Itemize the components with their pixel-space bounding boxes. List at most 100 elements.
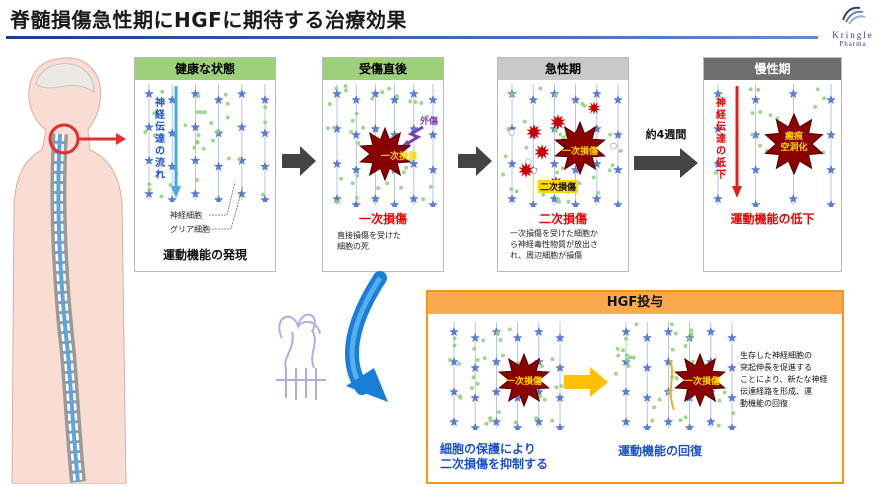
damage-burst — [764, 112, 824, 176]
weeks-arrow — [634, 148, 698, 178]
damage-burst — [359, 126, 411, 182]
neuron-cell — [236, 188, 247, 199]
hgf-molecule-icon — [276, 313, 326, 400]
glia-cell — [514, 189, 519, 194]
glia-cell — [452, 336, 457, 341]
hgf-recovered-network — [614, 322, 737, 430]
glia-cell — [822, 96, 827, 101]
neuron-label: 神経細胞 — [170, 211, 202, 220]
glia-cell — [553, 128, 558, 133]
neuron-cell — [260, 161, 270, 171]
neuron-cell — [428, 199, 438, 207]
neuron-cell — [570, 199, 581, 207]
glia-cell — [495, 330, 500, 335]
trauma-label: 外傷 — [420, 117, 439, 127]
neuron-cell — [555, 422, 565, 430]
glia-cell — [673, 331, 678, 336]
glia-cell — [223, 92, 228, 97]
glia-cell — [425, 114, 430, 119]
glia-cell — [194, 139, 199, 144]
glia-cell — [758, 110, 763, 115]
glia-cell — [503, 154, 508, 159]
neuron-cell — [470, 422, 481, 430]
glia-cell — [722, 390, 727, 395]
neuron-cell — [528, 199, 539, 207]
glia-cell — [421, 197, 426, 202]
neuron-cell — [351, 94, 362, 105]
neuron-cell — [491, 386, 502, 397]
chronic-cell-network — [713, 84, 836, 207]
glia-cell — [196, 94, 201, 99]
glia-cell — [620, 348, 625, 353]
glia-cell — [624, 336, 628, 341]
damage-burst — [518, 162, 534, 178]
glia-cell — [225, 115, 230, 120]
neuron-cell — [370, 123, 381, 134]
glia-cell — [325, 126, 330, 131]
healthy-flow-label: 神経伝達の流れ — [155, 98, 165, 181]
injury-burst-label: 一次損傷 — [380, 152, 417, 162]
acute-burst-label: 一次損傷 — [561, 147, 598, 157]
glia-cell — [498, 338, 503, 342]
company-logo: Kringle Pharma — [826, 2, 880, 48]
glia-cell — [610, 163, 615, 168]
glia-cell — [475, 381, 480, 386]
glia-cell — [542, 397, 547, 402]
neuron-cell — [449, 326, 459, 337]
neuron-cell — [190, 188, 201, 199]
neuron-cell — [144, 122, 154, 132]
neuron-cell — [613, 129, 623, 140]
neuron-cell — [512, 332, 523, 343]
glia-cell — [385, 181, 390, 186]
neuron-cell — [533, 326, 544, 337]
panel-healthy-header: 健康な状態 — [135, 58, 275, 80]
glia-cell — [196, 133, 201, 138]
neuron-cell — [528, 94, 539, 105]
glia-cell — [452, 343, 457, 348]
glia-cell — [689, 332, 694, 337]
glia-cell — [194, 177, 199, 182]
glia-cell — [650, 418, 655, 423]
glia-cell — [209, 121, 214, 125]
glia-cell — [550, 418, 555, 423]
neuron-cell — [788, 88, 799, 99]
glia-cell — [408, 99, 413, 104]
neuron-cell — [190, 155, 201, 165]
glia-cell — [683, 415, 688, 420]
damaged-cell — [508, 129, 516, 136]
hgf-protected-network — [448, 322, 565, 430]
glia-cell — [815, 87, 820, 92]
neuron-cell — [491, 416, 502, 427]
glia-cell — [380, 90, 385, 95]
acute-secondary-label: 二次損傷 — [538, 180, 579, 193]
glia-cell — [757, 143, 762, 148]
glia-cell — [717, 103, 721, 108]
panel-chronic-header: 慢性期 — [704, 58, 841, 80]
glia-cell — [201, 146, 206, 151]
glia-cell — [458, 394, 463, 399]
glia-cell — [541, 192, 546, 197]
stage-arrow-2 — [458, 146, 492, 176]
glia-cell — [147, 187, 152, 192]
injury-cell-network — [325, 84, 438, 207]
injury-note: 直接損傷を受けた 細胞の死 — [337, 231, 401, 251]
glia-cell — [335, 199, 339, 204]
glia-cell — [332, 125, 337, 130]
glia-cell — [690, 359, 695, 364]
damage-burst — [587, 101, 601, 115]
neuron-cell — [428, 164, 438, 175]
glia-cell — [225, 101, 230, 106]
glia-cell — [226, 156, 231, 161]
logo-name: Kringle — [832, 30, 874, 40]
neuron-cell — [642, 422, 653, 430]
hgf-caption-left: 細胞の保護により 二次損傷を抑制する — [440, 442, 549, 471]
glia-cell — [670, 347, 675, 352]
glia-cell — [554, 385, 559, 390]
neuron-cell — [507, 193, 517, 204]
glia-cell — [155, 109, 159, 114]
glia-cell — [143, 130, 148, 135]
neuron-cell — [705, 416, 716, 427]
neuron-cell — [167, 194, 178, 202]
glia-cell — [555, 170, 560, 175]
neuron-cell — [190, 88, 201, 99]
